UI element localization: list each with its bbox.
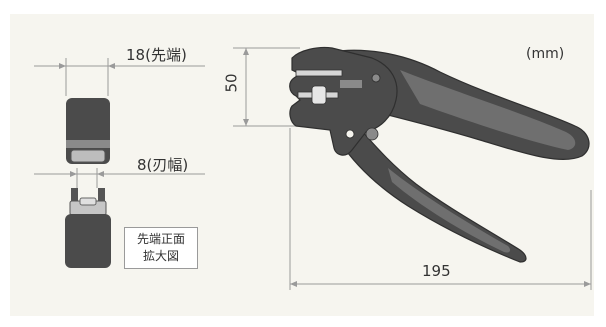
enlarged-view-caption: 先端正面 拡大図 xyxy=(124,227,198,269)
caption-line-1: 先端正面 xyxy=(136,232,185,246)
height-label: 50 xyxy=(222,73,241,93)
wire-stripper-tool xyxy=(289,46,590,263)
enlarged-front-view xyxy=(65,188,111,268)
tip-width-label: 18(先端) xyxy=(126,46,187,64)
unit-label: (mm) xyxy=(526,46,565,62)
length-label: 195 xyxy=(422,262,451,280)
blade-width-label: 8(刃幅) xyxy=(137,156,189,174)
dimension-arrows xyxy=(59,48,591,287)
tip-front-view xyxy=(66,98,110,164)
caption-line-2: 拡大図 xyxy=(142,249,179,263)
